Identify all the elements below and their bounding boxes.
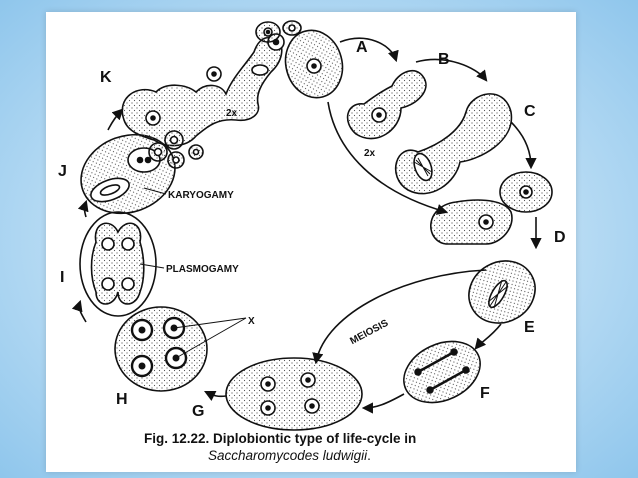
meiosis-path	[312, 269, 487, 365]
label-g: G	[192, 403, 204, 420]
label-2x-inner: 2x	[364, 148, 376, 159]
cell-g-nuclei	[260, 372, 320, 416]
label-h: H	[116, 391, 128, 408]
label-i: I	[60, 269, 64, 286]
caption-line-1: Fig. 12.22. Diplobiontic type of life-cy…	[144, 431, 417, 446]
cell-budding-a	[346, 69, 427, 140]
cell-dividing-c	[394, 93, 513, 195]
label-2x-upper: 2x	[226, 108, 238, 119]
label-d: D	[554, 229, 566, 246]
caption-line-2: Saccharomycodes ludwigii.	[144, 447, 564, 464]
label-karyogamy: KARYOGAMY	[168, 190, 234, 201]
label-k: K	[100, 69, 112, 86]
label-j: J	[58, 163, 67, 180]
label-a: A	[356, 39, 368, 56]
label-meiosis: MEIOSIS	[348, 318, 390, 347]
cell-f	[403, 340, 481, 404]
cell-d-lower	[430, 199, 513, 245]
slide-frame: A B C D E F G H I J K KARYOGAMY PLASMOGA…	[46, 12, 576, 472]
label-b: B	[438, 51, 450, 68]
label-e: E	[524, 319, 535, 336]
diploid-path	[327, 101, 449, 215]
label-c: C	[524, 103, 536, 120]
label-f: F	[480, 385, 490, 402]
caption-period: .	[367, 448, 371, 463]
life-cycle-diagram: A B C D E F G H I J K KARYOGAMY PLASMOGA…	[58, 20, 566, 431]
label-spore-x: X	[248, 316, 255, 327]
caption-species: Saccharomycodes ludwigii	[208, 448, 368, 463]
cell-h-ascus	[114, 306, 208, 392]
cell-g	[225, 357, 363, 431]
figure-caption: Fig. 12.22. Diplobiontic type of life-cy…	[144, 430, 564, 464]
label-plasmogamy: PLASMOGAMY	[166, 264, 239, 275]
cell-k-germinating	[121, 36, 283, 147]
